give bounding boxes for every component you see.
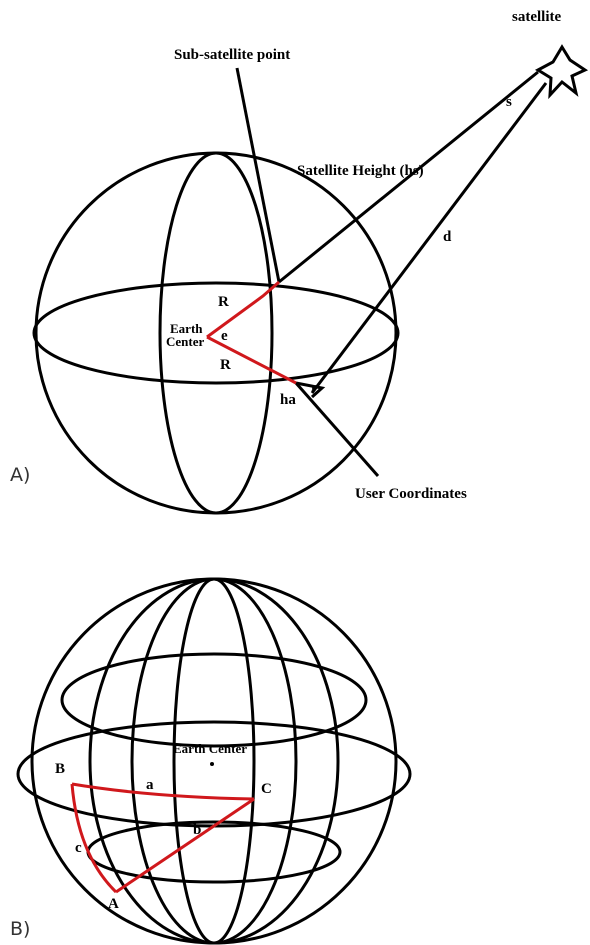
line-d xyxy=(310,82,548,394)
angle-marker xyxy=(295,381,326,399)
globe-b-meridian-1 xyxy=(172,577,256,945)
arc-c xyxy=(70,783,118,894)
arc-b xyxy=(115,797,255,894)
label-sub-satellite-point: Sub-satellite point xyxy=(174,47,290,63)
radius-to-user xyxy=(206,335,297,385)
label-b: b xyxy=(193,822,201,838)
label-e: e xyxy=(221,328,228,344)
globe-b-parallel-lower xyxy=(86,820,342,884)
label-ha: ha xyxy=(280,392,296,408)
label-B: B xyxy=(55,761,65,777)
pointer-sub-satellite xyxy=(235,67,281,283)
panel-b: Earth Center B a C c b A B) xyxy=(10,577,412,945)
satellite-star-icon xyxy=(534,44,589,100)
label-c: c xyxy=(75,840,82,856)
label-satellite-height: Satellite Height (hs) xyxy=(297,163,424,179)
pointer-user-coordinates xyxy=(294,382,380,477)
panel-a: satellite Sub-satellite point Satellite … xyxy=(10,9,589,515)
label-a: a xyxy=(146,777,154,793)
label-earth-center-line2: Center xyxy=(166,334,204,349)
globe-b-outline xyxy=(30,577,398,945)
label-r-lower: R xyxy=(220,357,231,373)
label-s: s xyxy=(506,94,512,110)
globe-a-equator xyxy=(32,281,400,385)
earth-center-dot xyxy=(210,762,214,766)
label-user-coordinates: User Coordinates xyxy=(355,486,467,502)
panel-b-tag: B) xyxy=(10,918,30,940)
globe-b-parallel-upper xyxy=(60,652,368,748)
label-C: C xyxy=(261,781,272,797)
line-satellite-to-subpoint xyxy=(278,70,539,284)
label-d: d xyxy=(443,229,452,245)
globe-b-meridian-3 xyxy=(88,577,340,945)
label-A: A xyxy=(108,896,119,912)
label-satellite: satellite xyxy=(512,9,561,25)
label-earth-center: Earth Center xyxy=(173,741,247,756)
arc-a xyxy=(71,782,255,801)
globe-a-meridian xyxy=(158,151,274,515)
globe-a-outline xyxy=(34,151,398,515)
label-earth-center-line1: Earth xyxy=(170,321,203,336)
globe-b-meridian-2 xyxy=(130,577,298,945)
label-r-small: r xyxy=(311,379,317,394)
panel-a-tag: A) xyxy=(10,464,30,486)
label-r-upper: R xyxy=(218,294,229,310)
radius-to-subpoint xyxy=(206,280,280,339)
